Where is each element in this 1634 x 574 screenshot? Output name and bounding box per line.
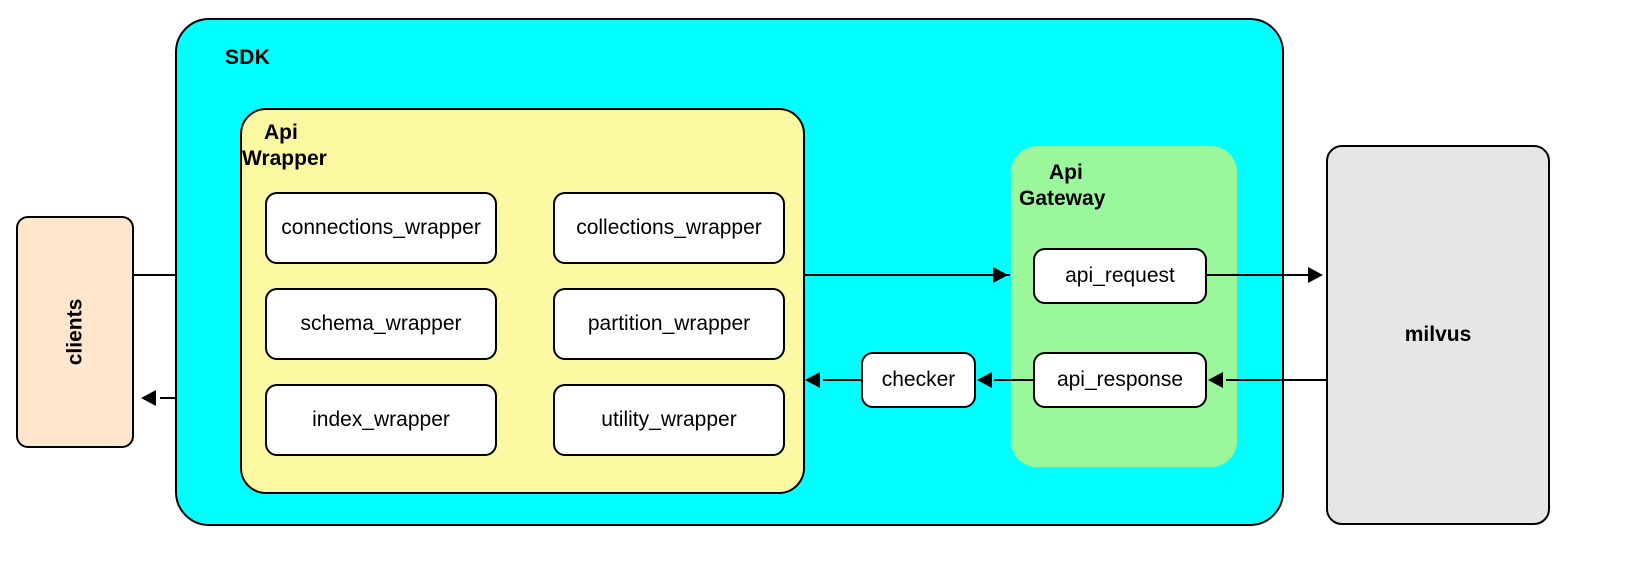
api-gateway-label-line1: Api — [1049, 161, 1083, 184]
api-wrapper-label-line1: Api — [264, 121, 298, 144]
node-api-request[interactable]: api_request — [1033, 248, 1207, 304]
api-wrapper-label: Api Wrapper — [242, 120, 327, 173]
arrow-wrapper-to-request-line — [805, 274, 1010, 276]
api-gateway-label-line2: Gateway — [1019, 187, 1106, 211]
arrow-checker-to-wrapper-head — [805, 372, 820, 388]
arrow-milvus-to-response-head — [1208, 372, 1223, 388]
module-connections-wrapper[interactable]: connections_wrapper — [265, 192, 497, 264]
module-collections-wrapper[interactable]: collections_wrapper — [553, 192, 785, 264]
clients-label: clients — [63, 298, 86, 366]
checker-box[interactable]: checker — [861, 352, 976, 408]
module-utility-wrapper[interactable]: utility_wrapper — [553, 384, 785, 456]
api-gateway-label: Api Gateway — [1019, 160, 1105, 213]
arrow-request-to-milvus-head — [1308, 267, 1323, 283]
arrow-milvus-to-response-line — [1226, 379, 1326, 381]
milvus-box[interactable]: milvus — [1326, 145, 1550, 525]
module-index-wrapper[interactable]: index_wrapper — [265, 384, 497, 456]
milvus-label: milvus — [1404, 323, 1472, 346]
clients-box[interactable]: clients — [16, 216, 134, 448]
node-api-response[interactable]: api_response — [1033, 352, 1207, 408]
arrow-request-to-milvus-line — [1207, 274, 1317, 276]
module-schema-wrapper[interactable]: schema_wrapper — [265, 288, 497, 360]
arrow-response-to-checker-line — [994, 379, 1034, 381]
sdk-label: SDK — [225, 46, 271, 69]
api-wrapper-label-line2: Wrapper — [242, 147, 327, 171]
arrow-response-to-checker-head — [977, 372, 992, 388]
arrow-wrapper-to-request-head — [993, 267, 1008, 283]
arrow-checker-to-wrapper-line — [823, 379, 861, 381]
module-partition-wrapper[interactable]: partition_wrapper — [553, 288, 785, 360]
api-gateway-container[interactable]: Api Gateway — [1011, 146, 1237, 467]
arrow-sdk-to-clients-head — [141, 390, 156, 406]
